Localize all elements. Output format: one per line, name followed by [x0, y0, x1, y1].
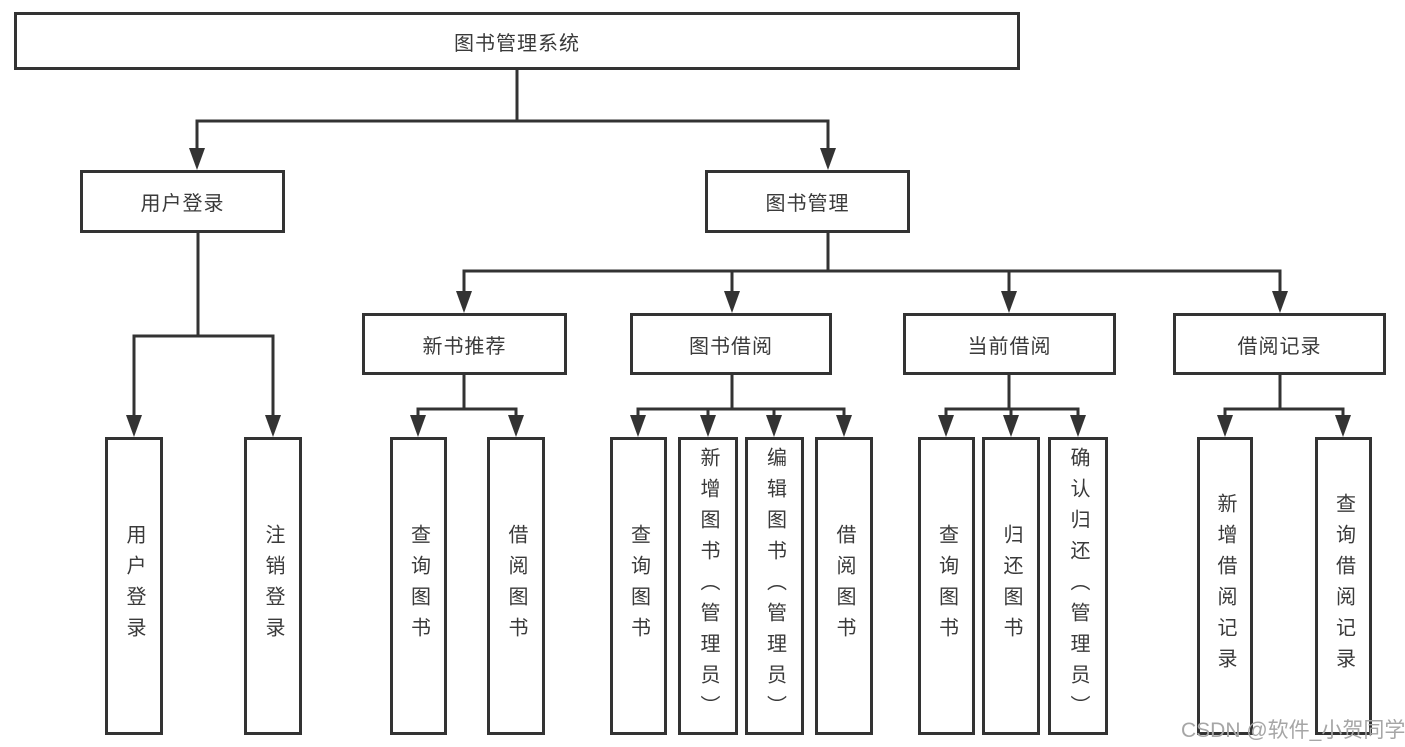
- leaf-return-book-label: 归还图书: [1000, 524, 1022, 648]
- leaf-borrow-query-book-label: 查询图书: [627, 524, 650, 648]
- leaf-logout-login-label: 注销登录: [262, 524, 284, 648]
- arrowhead-icon: [1335, 415, 1351, 437]
- node-borrow-record-label: 借阅记录: [1237, 335, 1322, 358]
- arrowhead-icon: [508, 415, 524, 437]
- leaf-borrow-borrow-book: 借阅图书: [815, 437, 873, 735]
- arrowhead-icon: [938, 415, 954, 437]
- leaf-add-borrow-record-label: 新增借阅记录: [1214, 493, 1236, 679]
- leaf-user-login-label: 用户登录: [123, 524, 145, 648]
- leaf-user-login: 用户登录: [105, 437, 163, 735]
- arrowhead-icon: [630, 415, 646, 437]
- leaf-recommend-borrow-book-label: 借阅图书: [505, 524, 527, 648]
- leaf-add-book-admin: 新增图书（管理员）: [678, 437, 738, 735]
- arrowhead-icon: [700, 415, 716, 437]
- arrowhead-icon: [456, 291, 472, 313]
- arrowheads: [126, 148, 1351, 437]
- leaf-current-query-book-label: 查询图书: [935, 524, 958, 648]
- leaf-borrow-query-book: 查询图书: [610, 437, 667, 735]
- arrowhead-icon: [836, 415, 852, 437]
- leaf-confirm-return-admin-label: 确认归还（管理员）: [1067, 446, 1089, 726]
- node-user-login-label: 用户登录: [140, 193, 225, 215]
- node-book-management: 图书管理: [705, 170, 910, 233]
- leaf-recommend-query-book: 查询图书: [390, 437, 447, 735]
- node-root: 图书管理系统: [14, 12, 1020, 70]
- node-new-book-recommend-label: 新书推荐: [422, 335, 507, 358]
- node-book-borrow-label: 图书借阅: [689, 335, 773, 358]
- leaf-add-book-admin-label: 新增图书（管理员）: [697, 446, 719, 726]
- node-book-borrow: 图书借阅: [630, 313, 832, 375]
- node-user-login: 用户登录: [80, 170, 285, 233]
- arrowhead-icon: [1003, 415, 1019, 437]
- node-new-book-recommend: 新书推荐: [362, 313, 567, 375]
- node-root-label: 图书管理系统: [454, 32, 580, 55]
- node-borrow-record: 借阅记录: [1173, 313, 1386, 375]
- leaf-borrow-borrow-book-label: 借阅图书: [833, 524, 855, 648]
- leaf-logout-login: 注销登录: [244, 437, 302, 735]
- leaf-query-borrow-record-label: 查询借阅记录: [1332, 493, 1355, 679]
- arrowhead-icon: [410, 415, 426, 437]
- leaf-current-query-book: 查询图书: [918, 437, 975, 735]
- arrowhead-icon: [724, 291, 740, 313]
- leaf-add-borrow-record: 新增借阅记录: [1197, 437, 1253, 735]
- arrowhead-icon: [189, 148, 205, 170]
- node-current-borrow-label: 当前借阅: [967, 335, 1052, 358]
- arrowhead-icon: [1217, 415, 1233, 437]
- arrowhead-icon: [265, 415, 281, 437]
- arrowhead-icon: [126, 415, 142, 437]
- leaf-return-book: 归还图书: [982, 437, 1040, 735]
- arrowhead-icon: [1272, 291, 1288, 313]
- arrowhead-icon: [766, 415, 782, 437]
- leaf-confirm-return-admin: 确认归还（管理员）: [1048, 437, 1108, 735]
- arrowhead-icon: [1070, 415, 1086, 437]
- leaf-edit-book-admin: 编辑图书（管理员）: [745, 437, 804, 735]
- leaf-recommend-borrow-book: 借阅图书: [487, 437, 545, 735]
- arrowhead-icon: [820, 148, 836, 170]
- leaf-recommend-query-book-label: 查询图书: [407, 524, 430, 648]
- csdn-watermark: CSDN @软件_小贺同学: [1181, 719, 1405, 742]
- node-current-borrow: 当前借阅: [903, 313, 1116, 375]
- node-book-management-label: 图书管理: [765, 193, 850, 215]
- arrowhead-icon: [1001, 291, 1017, 313]
- leaf-edit-book-admin-label: 编辑图书（管理员）: [763, 446, 786, 726]
- leaf-query-borrow-record: 查询借阅记录: [1315, 437, 1372, 735]
